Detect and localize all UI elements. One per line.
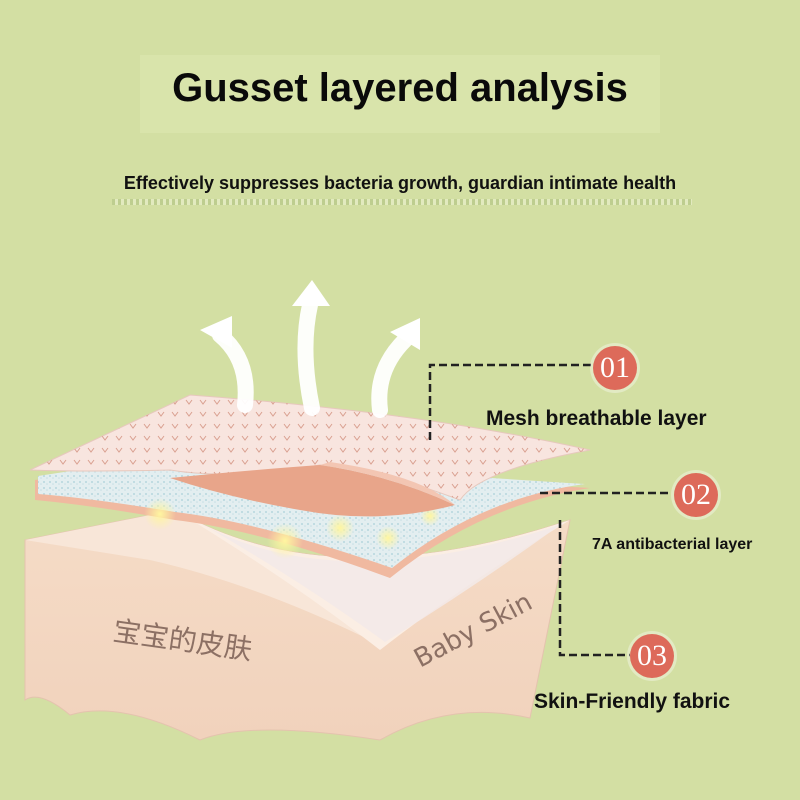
layer-03-label: Skin-Friendly fabric xyxy=(534,690,731,713)
breathe-arrow-icon xyxy=(292,280,330,416)
leader-lines xyxy=(428,363,672,657)
subtitle-underline xyxy=(112,199,692,205)
layer-01-badge: 01 xyxy=(593,346,637,390)
title-band xyxy=(140,55,660,133)
layer-03-badge: 03 xyxy=(630,634,674,678)
layer-02-label: 7A antibacterial layer xyxy=(592,536,753,553)
layer-02-badge: 02 xyxy=(674,473,718,517)
breathe-arrow-icon xyxy=(371,318,420,418)
mesh-layer xyxy=(29,394,591,517)
page-title: Gusset layered analysis xyxy=(172,66,628,110)
page-subtitle: Effectively suppresses bacteria growth, … xyxy=(123,173,677,193)
skin-block xyxy=(24,509,571,741)
breathe-arrow-icon xyxy=(200,316,254,413)
layer-01-label: Mesh breathable layer xyxy=(486,407,707,430)
